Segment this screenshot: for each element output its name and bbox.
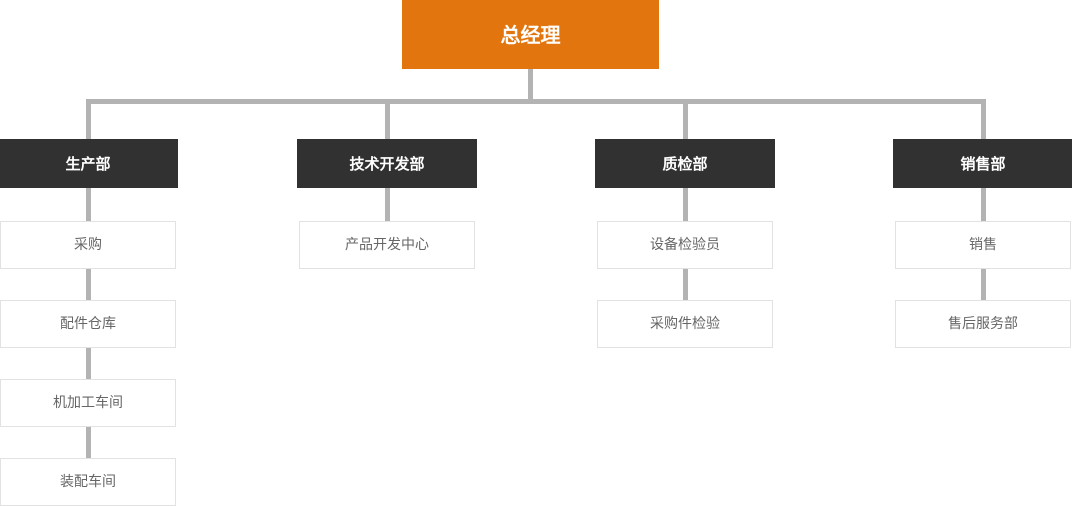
- connector-sales-after-sales: [980, 269, 986, 300]
- connector-machining-assembly: [85, 427, 91, 458]
- node-product-dev-center: 产品开发中心: [299, 221, 475, 269]
- connector-production-purchasing: [85, 188, 91, 221]
- node-product-dev-center-label: 产品开发中心: [345, 236, 429, 253]
- node-sales: 销售: [895, 221, 1071, 269]
- node-after-sales-service-label: 售后服务部: [948, 315, 1018, 332]
- node-assembly-workshop-label: 装配车间: [60, 473, 116, 490]
- connector-quality-equipment-inspector: [682, 188, 688, 221]
- node-quality-inspection-dept-label: 质检部: [662, 154, 708, 173]
- node-tech-development-dept-label: 技术开发部: [349, 154, 425, 173]
- node-production-dept: 生产部: [0, 139, 178, 188]
- node-purchasing: 采购: [0, 221, 176, 269]
- node-sales-label: 销售: [969, 236, 997, 253]
- node-machining-workshop: 机加工车间: [0, 379, 176, 427]
- node-tech-development-dept: 技术开发部: [297, 139, 477, 188]
- connector-purchasing-parts-warehouse: [85, 269, 91, 300]
- node-general-manager-label: 总经理: [500, 22, 561, 47]
- connector-drop-quality-inspection: [682, 104, 688, 139]
- node-sales-dept: 销售部: [893, 139, 1072, 188]
- connector-level1-horizontal: [85, 99, 986, 104]
- connector-drop-production: [85, 104, 91, 139]
- node-equipment-inspector-label: 设备检验员: [650, 236, 720, 253]
- connector-parts-warehouse-machining: [85, 348, 91, 379]
- connector-drop-tech-development: [384, 104, 390, 139]
- connector-drop-sales: [980, 104, 986, 139]
- node-assembly-workshop: 装配车间: [0, 458, 176, 506]
- node-purchasing-label: 采购: [74, 236, 102, 253]
- node-parts-warehouse-label: 配件仓库: [60, 315, 116, 332]
- node-sales-dept-label: 销售部: [960, 154, 1006, 173]
- node-purchased-parts-inspection: 采购件检验: [597, 300, 773, 348]
- node-after-sales-service: 售后服务部: [895, 300, 1071, 348]
- node-general-manager: 总经理: [402, 0, 659, 69]
- connector-tech-product-dev: [384, 188, 390, 221]
- connector-root-drop: [528, 69, 533, 99]
- node-equipment-inspector: 设备检验员: [597, 221, 773, 269]
- node-production-dept-label: 生产部: [65, 154, 111, 173]
- node-purchased-parts-inspection-label: 采购件检验: [650, 315, 720, 332]
- connector-salesdept-sales: [980, 188, 986, 221]
- connector-equipment-purchased-parts: [682, 269, 688, 300]
- node-machining-workshop-label: 机加工车间: [53, 394, 123, 411]
- node-quality-inspection-dept: 质检部: [595, 139, 775, 188]
- node-parts-warehouse: 配件仓库: [0, 300, 176, 348]
